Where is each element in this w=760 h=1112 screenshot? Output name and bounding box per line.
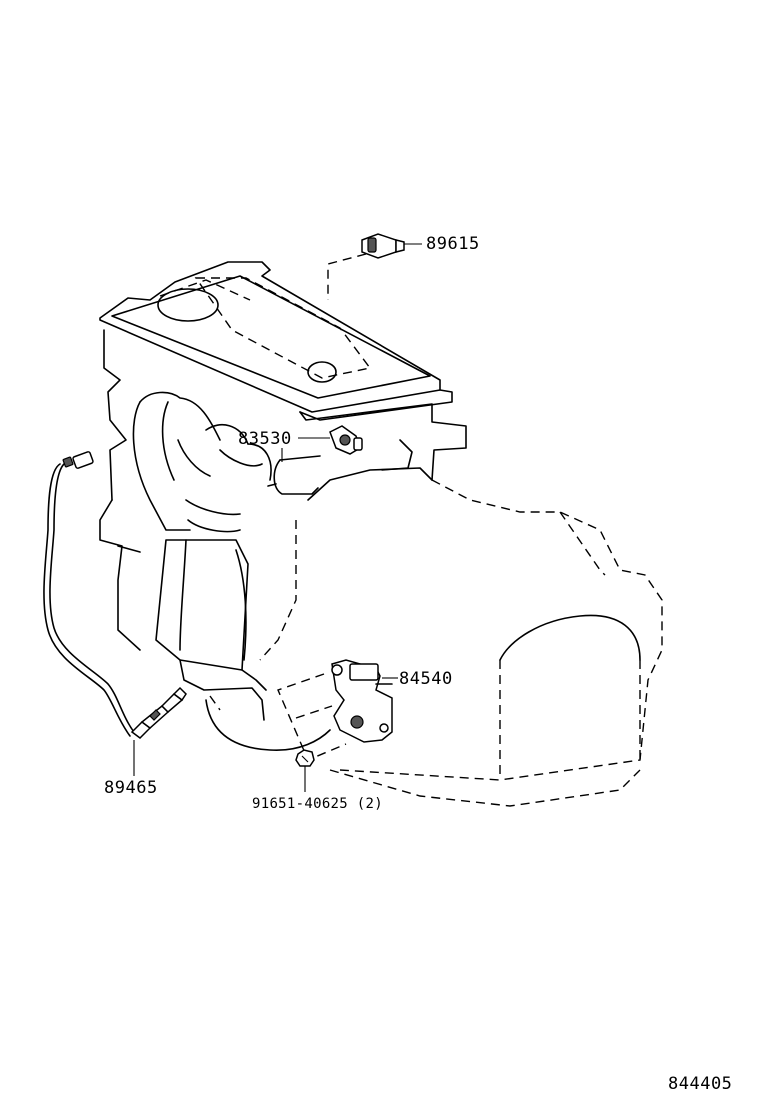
label-part-84540: 84540 [399, 669, 453, 689]
label-part-89465: 89465 [104, 778, 158, 798]
engine-block-outline [99, 261, 663, 807]
part-84540-switch[interactable] [331, 659, 398, 743]
figure-code: 844405 [668, 1074, 733, 1094]
part-91651-bolt[interactable] [295, 749, 315, 792]
part-83530-switch[interactable] [298, 425, 363, 455]
label-part-91651-qty: (2) [356, 796, 383, 812]
label-part-91651-number: 91651-40625 [252, 796, 349, 812]
oil-filter [267, 448, 321, 495]
exhaust-manifold [132, 391, 272, 721]
part-89465-oxygen-sensor[interactable] [43, 451, 187, 776]
part-89615-sensor[interactable] [361, 233, 422, 259]
label-part-89615: 89615 [426, 234, 480, 254]
leader-84540-b [295, 705, 333, 719]
label-part-91651: 91651-40625 (2) [252, 797, 383, 811]
leader-89615 [327, 253, 367, 300]
label-part-83530: 83530 [238, 429, 292, 449]
